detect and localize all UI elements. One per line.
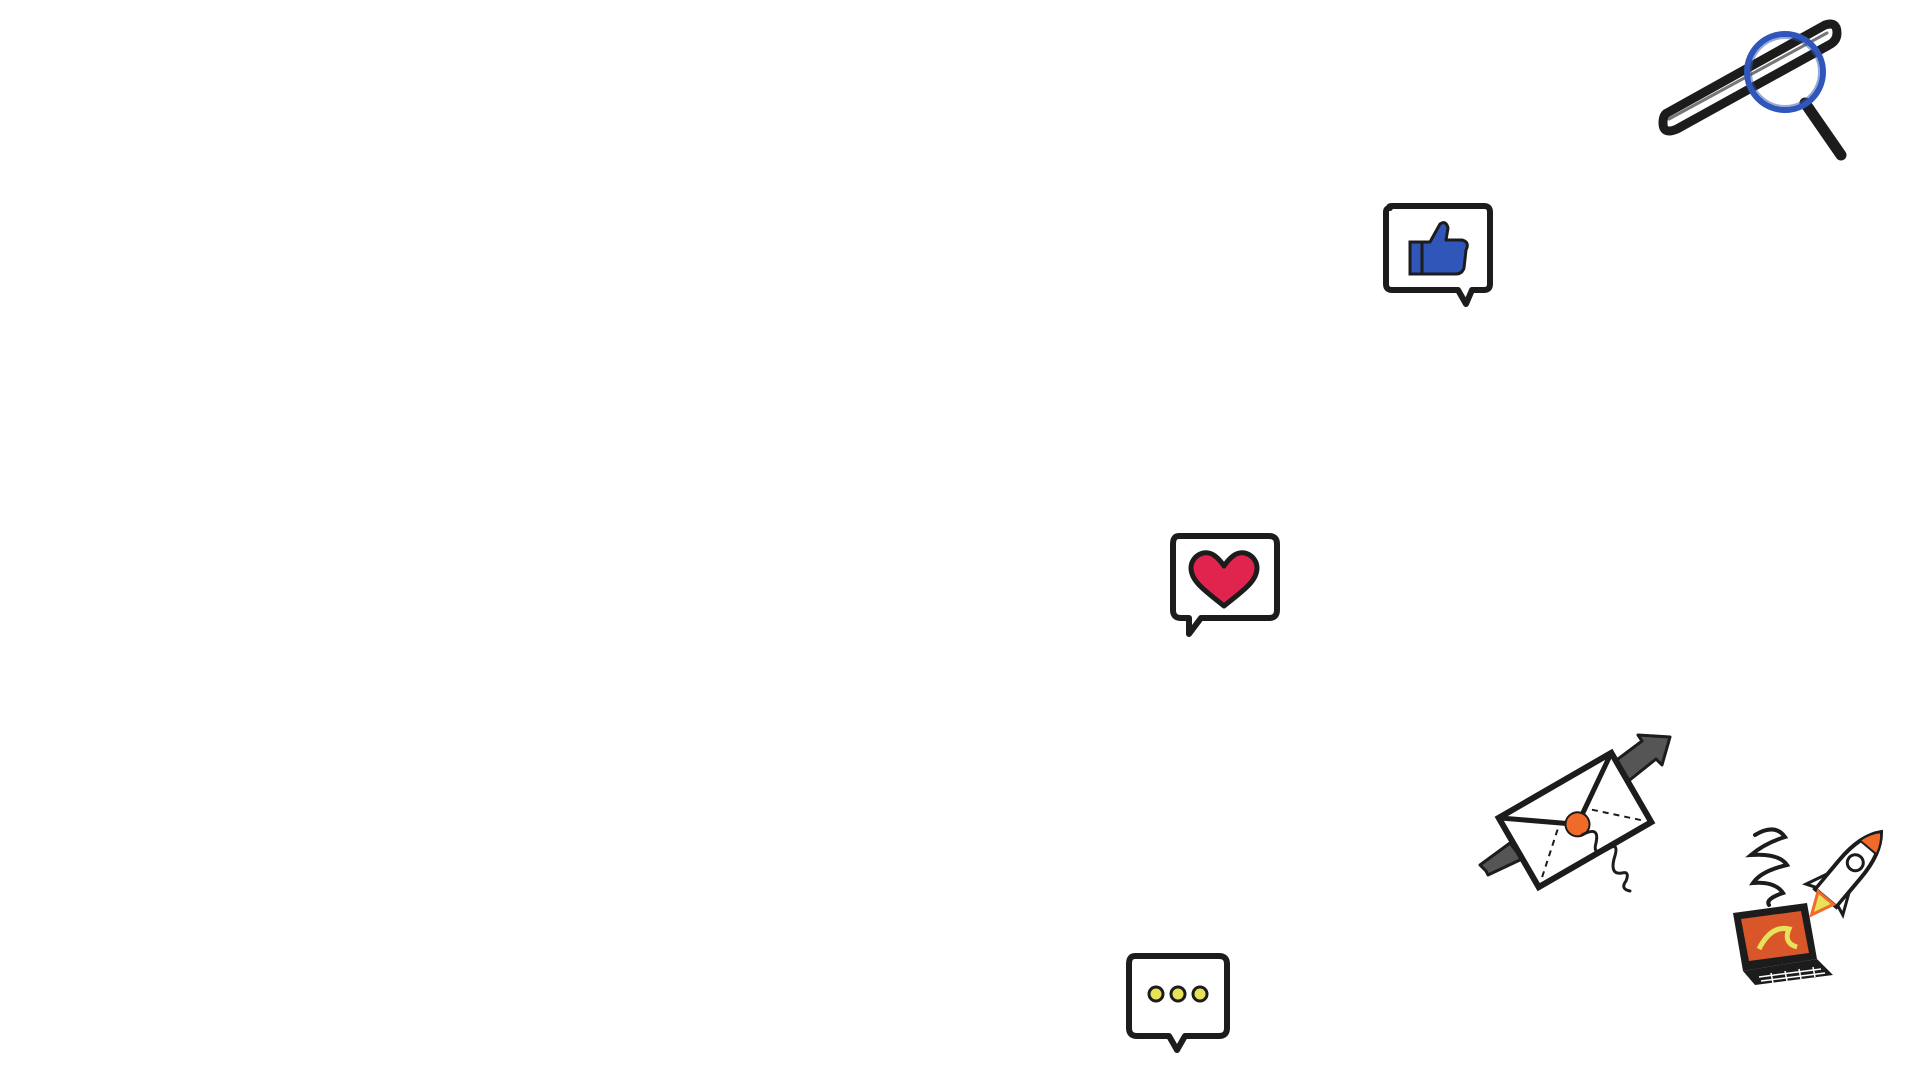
typing-dots-bubble-icon <box>1123 950 1233 1060</box>
thumbs-up-bubble-icon <box>1380 200 1495 310</box>
flying-envelope-icon <box>1470 725 1685 910</box>
heart-bubble-icon <box>1167 530 1282 640</box>
laptop-rocket-icon <box>1725 815 1890 985</box>
search-bar-magnifier-icon <box>1655 15 1855 170</box>
thumb-shape <box>1408 221 1469 276</box>
